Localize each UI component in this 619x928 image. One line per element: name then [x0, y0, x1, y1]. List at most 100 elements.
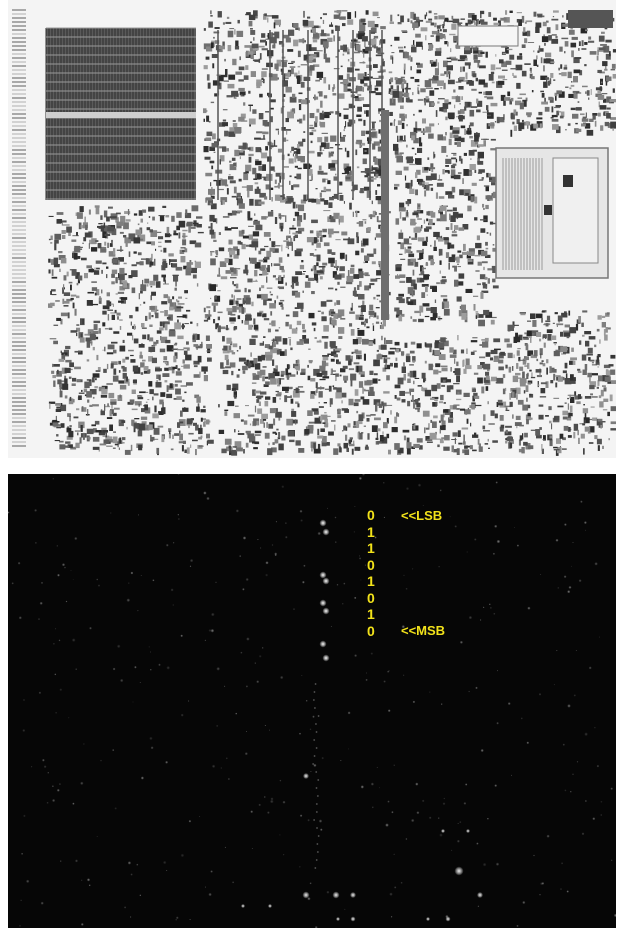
emission-spot [316, 850, 320, 854]
emission-spot [592, 817, 596, 821]
emission-spot [560, 888, 562, 890]
chip-die-micrograph [8, 0, 616, 458]
emission-spot [130, 873, 133, 876]
emission-spot [326, 890, 330, 894]
emission-spot [580, 500, 583, 503]
emission-spot [34, 541, 37, 544]
emission-spot [279, 779, 282, 782]
emission-spot [560, 862, 564, 865]
emission-spot [322, 577, 330, 585]
emission-spot [318, 819, 323, 823]
emission-spot [166, 869, 168, 872]
emission-spot [251, 847, 254, 850]
emission-spot [80, 922, 84, 926]
emission-spot [256, 680, 260, 684]
emission-spot [463, 802, 467, 805]
emission-spot [210, 870, 213, 873]
emission-spot [263, 796, 266, 798]
emission-spot [220, 767, 223, 769]
emission-spot [301, 674, 303, 677]
emission-spot [360, 785, 364, 789]
emission-spot [379, 787, 381, 789]
emission-spot [281, 485, 285, 489]
emission-spot [479, 619, 482, 621]
emission-spot [312, 818, 316, 822]
emission-spot [482, 862, 487, 867]
emission-spot [600, 814, 603, 816]
emission-spot [47, 772, 49, 774]
emission-spot [320, 828, 323, 831]
emission-spot [466, 551, 468, 553]
emission-spot [139, 894, 142, 897]
emission-image: 0<<LSB 1 1 0 1 0 1 0<<MSB [8, 474, 616, 928]
emission-spot [265, 561, 269, 565]
emission-spot [451, 849, 453, 851]
emission-spot [445, 916, 451, 922]
emission-spot [114, 807, 117, 810]
emission-spot [313, 690, 316, 694]
emission-spot [309, 728, 312, 731]
emission-spot [613, 913, 616, 918]
emission-spot [570, 565, 573, 567]
emission-spot [385, 823, 389, 827]
emission-spot [258, 803, 261, 807]
emission-spot [336, 583, 339, 586]
emission-spot [365, 678, 368, 682]
emission-spot [72, 579, 74, 581]
emission-spot [594, 562, 598, 566]
emission-spot [494, 784, 498, 787]
emission-spot [259, 547, 262, 549]
emission-spot [426, 917, 430, 921]
emission-spot [353, 531, 356, 533]
emission-spot [476, 842, 479, 845]
emission-spot [389, 892, 393, 896]
emission-spot [52, 477, 55, 480]
emission-spot [150, 746, 154, 750]
emission-spot [175, 918, 178, 921]
emission-spot [456, 839, 460, 843]
emission-spot [300, 519, 303, 522]
emission-spot [334, 516, 337, 519]
emission-spot [305, 699, 308, 702]
emission-spot [148, 646, 150, 648]
emission-spot [354, 505, 356, 507]
emission-spot [584, 732, 588, 736]
emission-spot [149, 668, 152, 671]
emission-spot [112, 749, 115, 752]
emission-spot [309, 882, 312, 885]
bit-labels: 0<<LSB 1 1 0 1 0 1 0<<MSB [367, 507, 445, 639]
bit-value: 1 [367, 540, 375, 557]
emission-spot [412, 568, 414, 570]
emission-spot [315, 858, 318, 862]
emission-spot [315, 730, 318, 734]
bit-value: 1 [367, 606, 375, 623]
emission-spot [264, 724, 266, 727]
emission-spot [332, 891, 340, 899]
emission-spot [540, 573, 542, 575]
emission-spot [489, 606, 492, 609]
emission-spot [258, 654, 262, 658]
emission-spot [285, 535, 288, 539]
emission-spot [136, 863, 139, 866]
emission-spot [495, 481, 498, 484]
emission-spot [344, 908, 346, 911]
emission-spot [18, 616, 22, 620]
emission-spot [298, 732, 302, 735]
emission-spot [572, 541, 574, 544]
emission-spot [336, 917, 340, 921]
emission-spot [566, 890, 569, 893]
emission-spot [172, 542, 175, 544]
emission-spot [293, 608, 295, 611]
emission-spot [422, 504, 425, 507]
emission-spot [307, 897, 311, 901]
emission-spot [393, 764, 396, 766]
emission-spot [391, 811, 394, 814]
emission-spot [312, 698, 316, 702]
emission-spot [482, 606, 485, 609]
die-layout-graphic [12, 9, 616, 456]
emission-spot [343, 582, 346, 585]
emission-spot [38, 691, 42, 695]
bit-row-1: 1 [367, 524, 445, 541]
emission-spot [52, 642, 56, 645]
emission-spot [61, 563, 66, 567]
